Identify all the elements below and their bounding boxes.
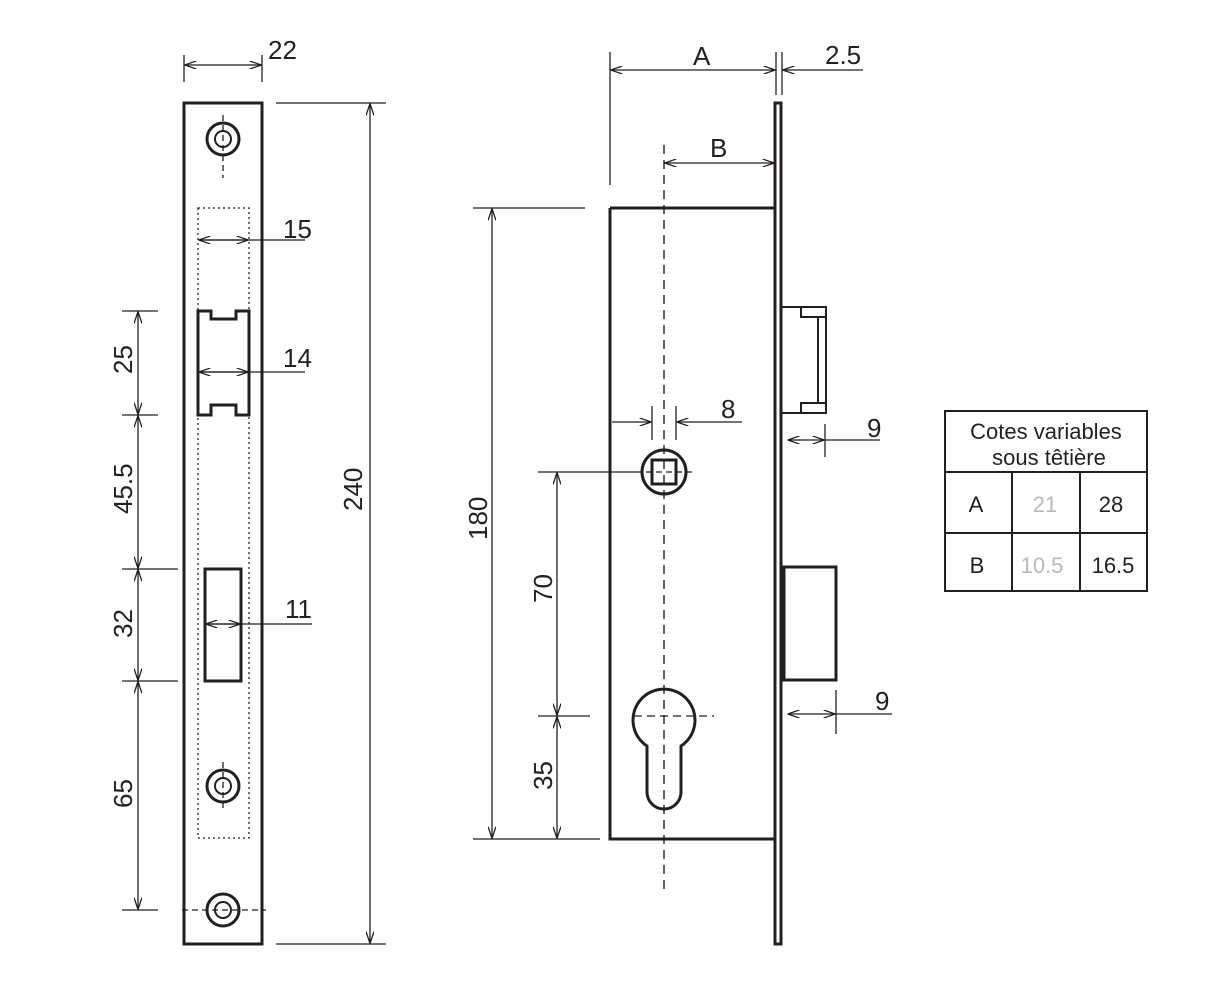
dim-gap-latch-bolt-label: 45.5 xyxy=(108,463,138,514)
faceplate-outline xyxy=(182,101,264,946)
dim-latch-zone: 15 xyxy=(199,214,312,244)
dim-backset-label: A xyxy=(693,41,711,71)
cylinder-hole xyxy=(631,687,714,811)
dim-latch-width: 14 xyxy=(199,343,312,373)
dim-chain-left: 25 45.5 32 65 xyxy=(108,310,178,911)
dim-width-label: 22 xyxy=(268,35,297,65)
table-row-a-inactive: 21 xyxy=(1033,492,1057,517)
dim-center-distance-label: 70 xyxy=(528,574,558,603)
dim-bolt-height-label: 32 xyxy=(108,609,138,638)
dim-axis-label: B xyxy=(710,133,727,163)
dim-bolt-width: 11 xyxy=(206,594,312,624)
dim-height-label: 240 xyxy=(338,468,368,511)
lock-case xyxy=(608,206,775,841)
bolt-opening xyxy=(203,567,243,683)
faceplate-side xyxy=(773,101,783,946)
table-row-b-label: B xyxy=(970,553,985,578)
dim-faceplate: 2.5 xyxy=(781,40,863,95)
dim-latch-projection-label: 9 xyxy=(867,413,881,443)
screw-hole-middle xyxy=(205,762,241,810)
side-view: A 2.5 B 180 70 35 xyxy=(463,40,892,946)
screw-hole-top xyxy=(205,115,241,178)
table-row-a-active: 28 xyxy=(1099,492,1123,517)
dim-backset: A xyxy=(609,41,777,185)
dim-axis: B xyxy=(665,133,774,163)
dim-case-height: 180 xyxy=(463,207,600,840)
dim-center-distance: 70 35 xyxy=(528,471,636,838)
dim-spindle-label: 8 xyxy=(721,394,735,424)
dim-bolt-width-label: 11 xyxy=(285,594,312,624)
latch-bolt xyxy=(782,306,827,414)
dim-latch-width-label: 14 xyxy=(283,343,312,373)
dim-latch-height-label: 25 xyxy=(108,345,138,374)
dim-latch-projection: 9 xyxy=(788,413,881,457)
dim-width: 22 xyxy=(183,35,297,82)
dim-bolt-projection-label: 9 xyxy=(875,686,889,716)
dim-cylinder-offset-label: 35 xyxy=(528,761,558,790)
spindle-hub xyxy=(636,448,692,496)
table-row-a-label: A xyxy=(969,492,984,517)
dim-latch-zone-label: 15 xyxy=(283,214,312,244)
dim-gap-bolt-screw-label: 65 xyxy=(108,779,138,808)
dim-bolt-projection: 9 xyxy=(788,686,892,734)
case-outline-dotted xyxy=(197,207,250,839)
latch-opening xyxy=(196,309,251,417)
variable-dimensions-table: Cotes variables sous têtière A 21 28 B 1… xyxy=(944,410,1148,592)
dim-spindle: 8 xyxy=(612,394,742,440)
dim-height: 240 xyxy=(276,102,386,945)
table-title-line2: sous têtière xyxy=(992,445,1106,470)
table-row-b-active: 16.5 xyxy=(1092,553,1135,578)
dim-case-height-label: 180 xyxy=(463,497,493,540)
front-view: 22 240 15 14 11 xyxy=(108,35,386,946)
table-title-line1: Cotes variables xyxy=(970,419,1122,444)
table-row-b-inactive: 10.5 xyxy=(1021,553,1064,578)
screw-hole-bottom xyxy=(182,892,266,928)
dead-bolt xyxy=(782,565,838,682)
dim-faceplate-label: 2.5 xyxy=(825,40,861,70)
